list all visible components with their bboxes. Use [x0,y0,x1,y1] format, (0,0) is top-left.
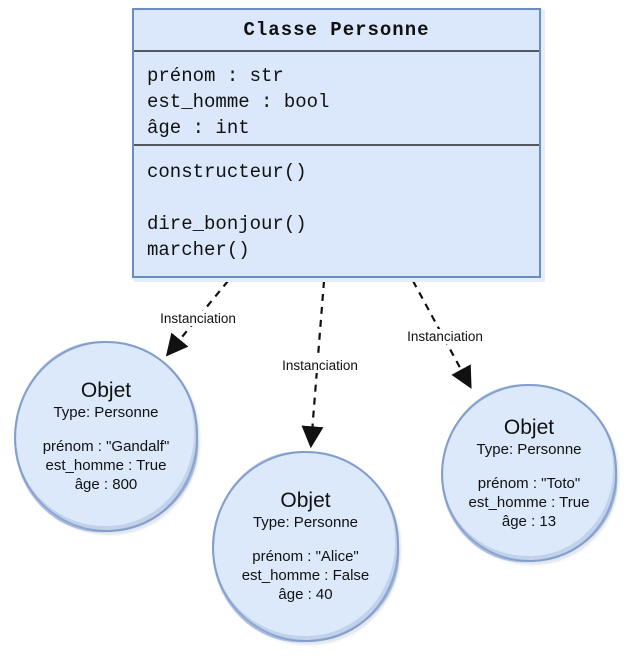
object-attribute: âge : 40 [278,586,333,603]
class-attribute: est_homme : bool [147,91,330,113]
class-attribute: prénom : str [147,65,284,87]
class-attribute: âge : int [147,117,250,139]
arrow-label-instanciation: Instanciation [405,329,485,344]
object-type: Type: Personne [252,514,359,531]
object-content: Objet Type: Personne prénom : "Toto" est… [469,416,590,531]
object-title: Objet [503,415,555,439]
class-methods-section: constructeur() dire_bonjour() marcher() [134,144,539,270]
class-method: dire_bonjour() [147,213,307,235]
object-circle-gandalf: Objet Type: Personne prénom : "Gandalf" … [14,341,198,532]
object-attribute: âge : 13 [501,512,557,530]
spacer [242,532,370,547]
object-circle-alice: Objet Type: Personne prénom : "Alice" es… [212,451,399,642]
object-attribute: est_homme : False [241,567,370,584]
object-title: Objet [80,379,132,402]
class-method: marcher() [147,239,250,261]
spacer [469,459,590,474]
spacer [43,422,170,437]
object-attribute: âge : 800 [74,476,138,493]
object-attribute: prénom : "Toto" [477,474,581,492]
object-circle-toto: Objet Type: Personne prénom : "Toto" est… [441,384,617,562]
object-content: Objet Type: Personne prénom : "Alice" es… [242,489,370,604]
arrow-label-instanciation: Instanciation [158,311,238,326]
class-method-blank [147,185,539,211]
object-title: Objet [280,489,331,512]
arrow-label-instanciation: Instanciation [280,358,360,373]
class-title: Classe Personne [243,19,430,41]
object-type: Type: Personne [476,440,582,458]
class-box: Classe Personne prénom : str est_homme :… [132,8,541,278]
object-content: Objet Type: Personne prénom : "Gandalf" … [43,379,170,494]
class-method: constructeur() [147,161,307,183]
object-type: Type: Personne [53,404,159,421]
object-attribute: est_homme : True [45,457,167,474]
object-attribute: prénom : "Gandalf" [42,438,170,455]
object-attribute: est_homme : True [468,493,590,511]
class-attributes-section: prénom : str est_homme : bool âge : int [134,50,539,144]
object-attribute: prénom : "Alice" [252,548,359,565]
